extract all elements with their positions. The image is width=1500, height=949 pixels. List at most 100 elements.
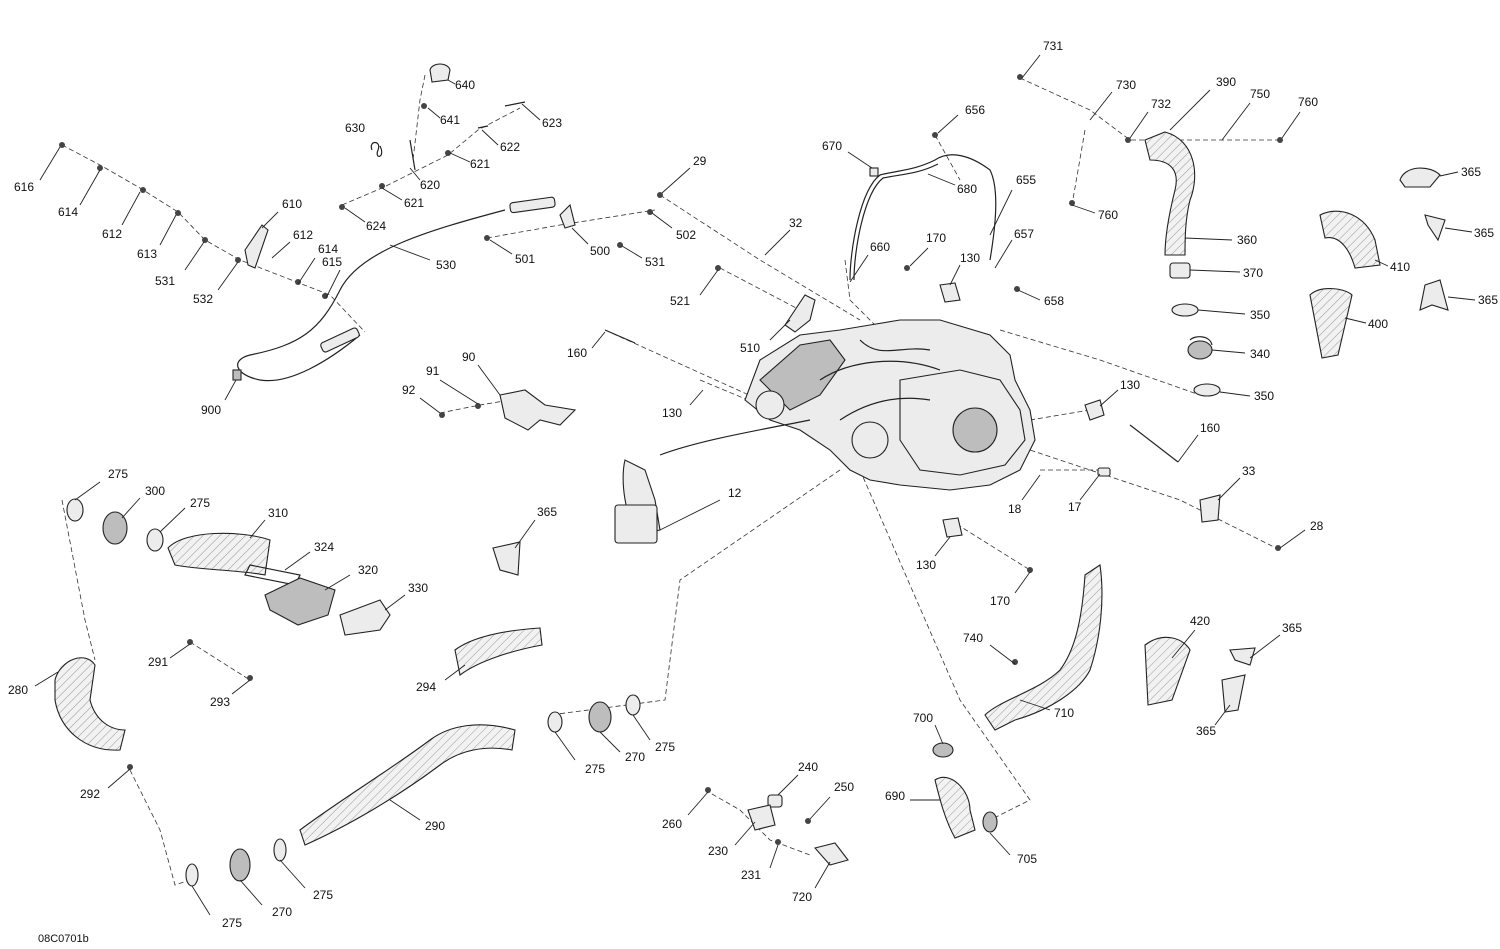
callout: 658 [1044,294,1064,308]
coupler-300 [102,511,128,545]
callout: 160 [1200,421,1220,435]
callout: 621 [404,196,424,210]
clip-365-b [1424,214,1446,242]
callout: 621 [470,157,490,171]
callout: 690 [885,789,905,803]
clamp-350-bottom [1193,383,1221,397]
clip-365-e [1221,674,1246,713]
callout: 29 [693,154,707,168]
clamp-275-a [66,498,84,522]
clamp-370 [1169,262,1191,279]
callout: 17 [1068,500,1082,514]
callout: 91 [426,364,440,378]
callout: 300 [145,484,165,498]
callout: 521 [670,294,690,308]
callout: 365 [1461,165,1481,179]
callout: 12 [728,486,742,500]
callout: 370 [1243,266,1263,280]
callout: 705 [1017,852,1037,866]
callout: 275 [190,496,210,510]
callout: 700 [913,711,933,725]
exhaust-pipe-710 [984,564,1103,731]
cap-365-a [1399,167,1441,188]
callout: 250 [834,780,854,794]
callout: 732 [1151,97,1171,111]
reference-code: 08C0701b [38,933,89,945]
duct-410 [1319,210,1381,269]
callout: 640 [455,78,475,92]
callout: 660 [870,240,890,254]
mount-130-right [1084,399,1105,421]
callout: 365 [1196,724,1216,738]
duct-400 [1309,288,1353,359]
callout: 275 [222,916,242,930]
duct-294 [454,627,543,676]
callout: 365 [537,505,557,519]
callout: 501 [515,252,535,266]
bracket-230 [747,804,776,831]
callout: 90 [462,350,476,364]
callout: 340 [1250,347,1270,361]
intake-elbow-280 [54,657,126,751]
bracket-510 [784,294,816,333]
callout: 680 [957,182,977,196]
coupler-270-b [229,848,251,882]
spring-clamp-340 [1187,336,1213,360]
callout: 231 [741,868,761,882]
heatshield-420 [1144,636,1191,706]
callout: 531 [155,274,175,288]
callout: 18 [1008,502,1022,516]
callout: 280 [8,683,28,697]
callout: 290 [425,819,445,833]
callout: 612 [293,228,313,242]
shield-365-left [492,541,521,576]
callout: 731 [1043,39,1063,53]
bracket-720 [813,842,849,866]
callout: 710 [1054,706,1074,720]
airbox-cover-330 [339,599,391,636]
callout: 657 [1014,227,1034,241]
clamp-350-top [1171,303,1199,317]
callout: 291 [148,655,168,669]
callout: 610 [282,197,302,211]
cable-bracket [244,203,576,269]
bracket-90 [499,389,577,431]
callout: 613 [137,247,157,261]
callout: 365 [1282,621,1302,635]
callout: 270 [272,905,292,919]
throttle-cable-assembly [232,196,556,382]
callout: 670 [822,139,842,153]
vent-hose-680 [849,154,997,281]
callout: 730 [1116,78,1136,92]
callout: 531 [645,255,665,269]
callout: 350 [1250,308,1270,322]
callout: 320 [358,563,378,577]
callout: 614 [318,242,338,256]
callout: 365 [1478,293,1498,307]
callout: 740 [963,631,983,645]
duct-360 [1144,131,1196,256]
leader-lines [34,54,1476,916]
callout: 502 [676,228,696,242]
callout: 350 [1254,389,1274,403]
callout: 293 [210,695,230,709]
gasket-700 [932,742,954,758]
callout: 720 [792,890,812,904]
callout: 530 [436,258,456,272]
clamp-275-c [547,711,563,733]
callout: 630 [345,121,365,135]
callout: 400 [1368,317,1388,331]
callout: 612 [102,227,122,241]
callout: 330 [408,581,428,595]
callout: 760 [1098,208,1118,222]
callout: 532 [193,292,213,306]
callout: 390 [1216,75,1236,89]
callout: 310 [268,506,288,520]
callout: 760 [1298,95,1318,109]
callout: 365 [1474,226,1494,240]
engine-block [614,319,1036,544]
callout: 614 [58,205,78,219]
clip-630 [370,141,383,157]
callout: 623 [542,116,562,130]
callout: 170 [990,594,1010,608]
